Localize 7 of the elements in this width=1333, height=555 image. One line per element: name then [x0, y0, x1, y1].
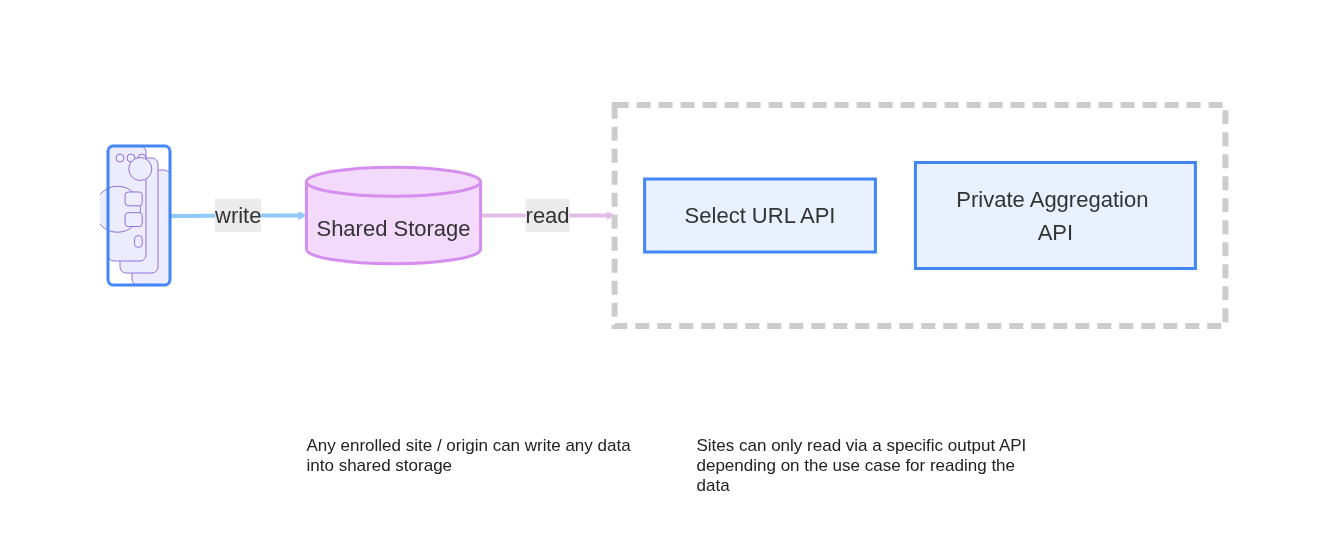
node-box: Private Aggregation API [913, 160, 1197, 270]
caption-text: Any enrolled site / origin can write any data into shared storage [306, 436, 632, 477]
cluster [611, 101, 1229, 329]
edge-label: read [525, 202, 570, 228]
edge-label: write [214, 202, 262, 228]
caption-text: Sites can only read via a specific output API depending on the use case for reading the data [696, 436, 1027, 496]
node-box: Select URL API [642, 177, 877, 253]
